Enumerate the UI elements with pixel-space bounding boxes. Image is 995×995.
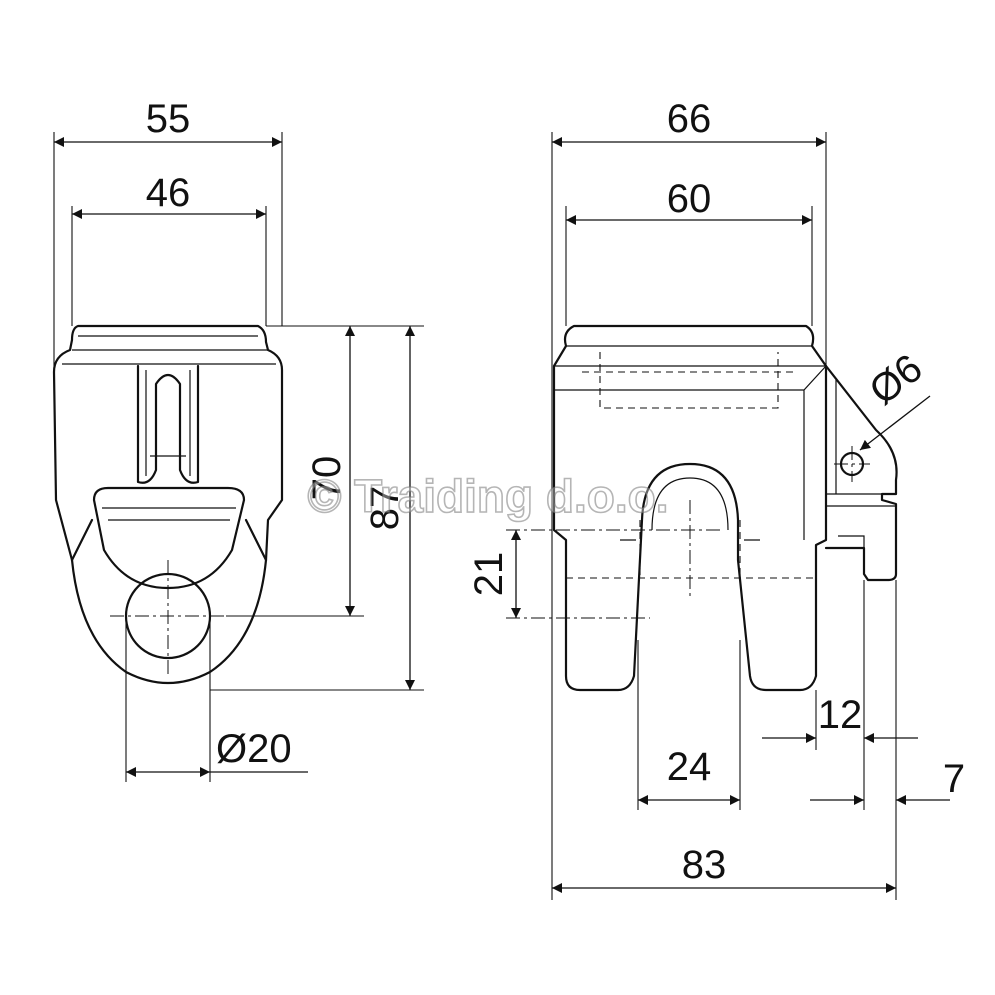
side-hole-centerline [834,446,870,482]
front-rib-inner [145,370,191,476]
side-hidden-slot [566,520,816,579]
dim-front-overall-width: 55 [146,97,191,141]
dim-side-overall-length: 83 [682,843,727,887]
dim-tab-offset: 7 [943,757,965,801]
dim-front-top-width: 46 [146,171,191,215]
side-top-edge [554,345,827,540]
front-center-rib [136,364,200,484]
front-dimensions: 55 46 70 87 Ø20 [53,97,424,782]
dim-front-pin-height: 70 [305,456,349,501]
dim-front-overall-height: 87 [363,486,407,531]
side-slot-centerline-h [506,529,720,619]
front-top-rim [62,335,276,365]
side-view-outline [552,324,828,692]
front-lower-lugs [70,518,268,562]
side-tab-bracket [824,364,898,582]
front-view [52,324,284,685]
side-slot-inner [620,477,760,541]
dim-side-overall-width: 66 [667,97,712,141]
front-view-outline [52,324,284,685]
dim-bore-diameter: Ø20 [216,727,292,771]
front-pocket [92,486,246,590]
watermark-text: © Traiding d.o.o. [308,470,669,522]
side-view [506,324,898,692]
front-pocket-inner [102,507,236,521]
dim-slot-width: 24 [667,745,712,789]
dim-slot-depth: 21 [467,552,511,597]
dim-tab-width: 12 [818,693,863,737]
side-tab-lines [826,380,896,548]
side-hidden-pocket [582,352,798,409]
dim-side-top-width: 60 [667,177,712,221]
